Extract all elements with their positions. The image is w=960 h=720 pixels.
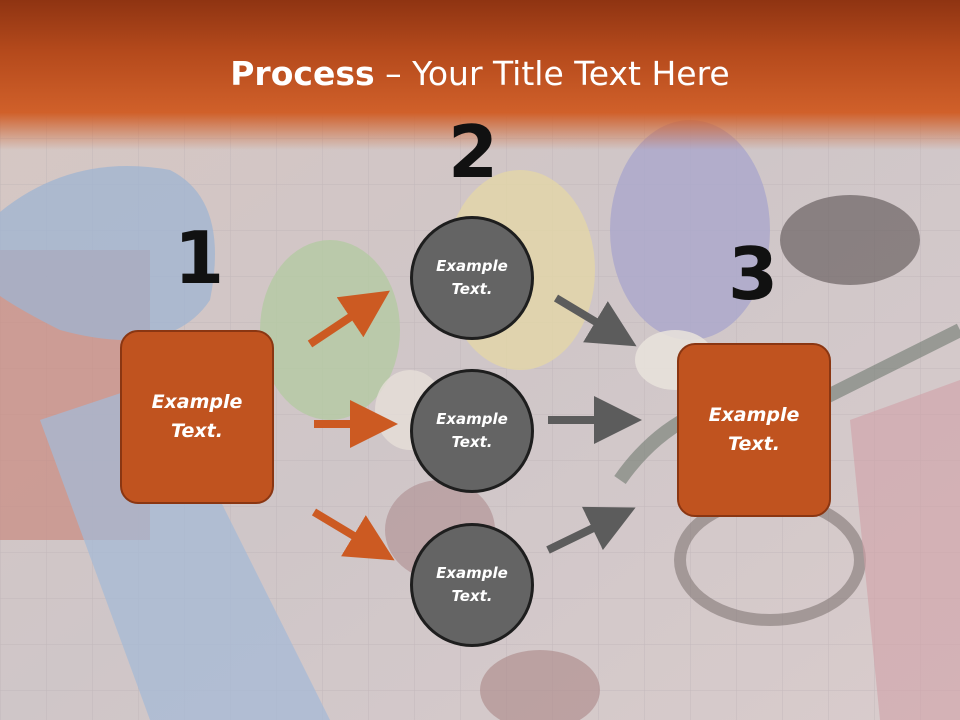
arrow-bottom-to-right [546,506,636,554]
step-2-circle-top-text: Example Text. [436,257,508,298]
title-rest: – Your Title Text Here [374,54,730,93]
step-number-1: 1 [173,216,225,300]
step-2-circle-middle-text: Example Text. [436,410,508,451]
step-2-circle-middle: Example Text. [410,369,534,493]
step-3-text: Example Text. [708,404,800,455]
step-2-circle-bottom: Example Text. [410,523,534,647]
arrow-left-to-top [307,290,390,348]
step-number-3: 3 [727,232,779,316]
step-2-circle-top: Example Text. [410,216,534,340]
step-1-box: Example Text. [120,330,274,504]
arrow-left-to-bottom [311,508,395,561]
slide-title: Process – Your Title Text Here [0,52,960,96]
arrow-top-to-right [553,294,637,347]
header-band [0,0,960,150]
step-2-circle-bottom-text: Example Text. [436,564,508,605]
step-1-text: Example Text. [151,391,243,442]
step-number-2: 2 [447,110,499,194]
title-bold: Process [230,54,375,93]
step-3-box: Example Text. [677,343,831,517]
